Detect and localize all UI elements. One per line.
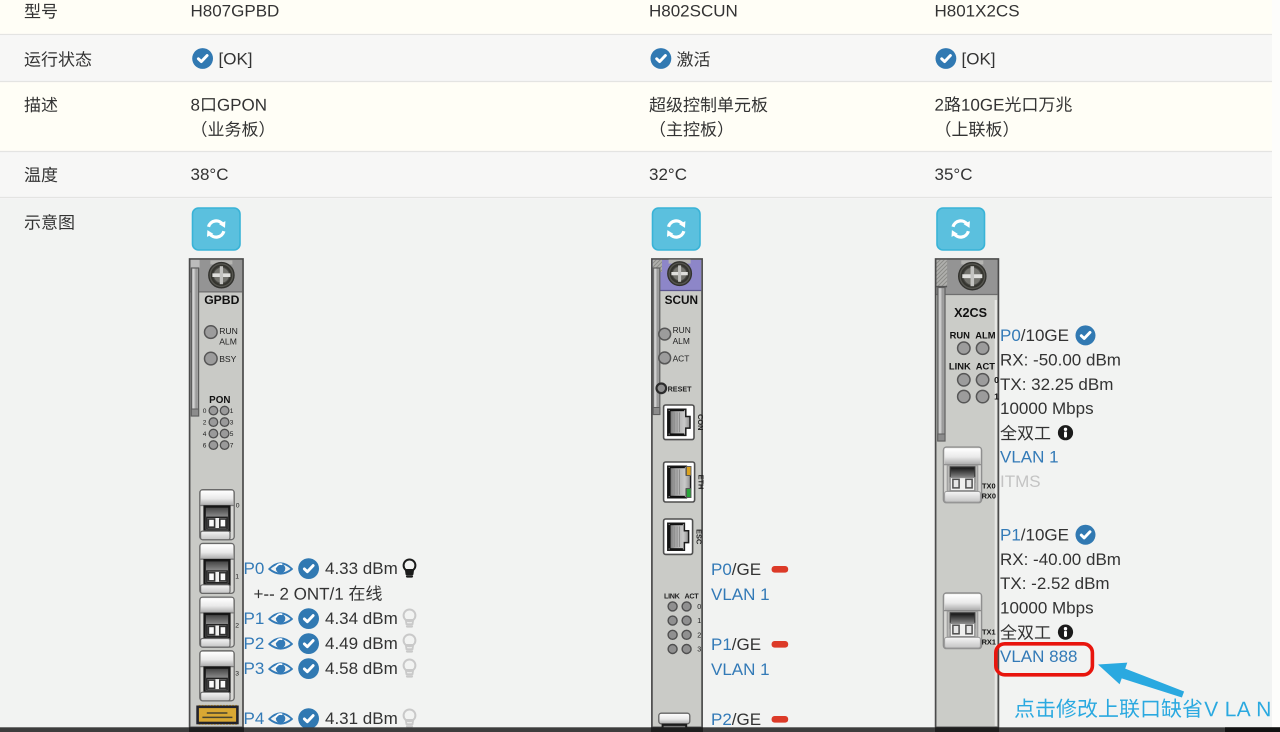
svg-text:VLAN 1: VLAN 1 bbox=[711, 660, 770, 679]
svg-text:/10GE: /10GE bbox=[1021, 326, 1069, 345]
svg-text:H807GPBD: H807GPBD bbox=[191, 2, 280, 21]
svg-text:ITMS: ITMS bbox=[1000, 472, 1041, 491]
svg-text:6: 6 bbox=[203, 443, 207, 450]
svg-text:4.49 dBm: 4.49 dBm bbox=[325, 634, 398, 653]
svg-text:3: 3 bbox=[235, 671, 239, 678]
svg-text:SCUN: SCUN bbox=[665, 293, 698, 307]
svg-text:5: 5 bbox=[230, 431, 234, 438]
svg-text:RUN: RUN bbox=[950, 330, 971, 341]
svg-text:3: 3 bbox=[230, 420, 234, 427]
svg-text:/GE: /GE bbox=[732, 710, 761, 729]
svg-text:P4: P4 bbox=[244, 709, 265, 728]
svg-text:3: 3 bbox=[697, 645, 701, 654]
svg-text:0: 0 bbox=[236, 502, 240, 509]
svg-text:TX1: TX1 bbox=[982, 628, 996, 637]
svg-text:35°C: 35°C bbox=[935, 165, 973, 184]
svg-text:RUN: RUN bbox=[673, 325, 691, 335]
svg-text:[OK]: [OK] bbox=[962, 50, 996, 69]
svg-text:H801X2CS: H801X2CS bbox=[935, 2, 1020, 21]
svg-text:CON: CON bbox=[696, 414, 705, 430]
svg-text:P0: P0 bbox=[244, 559, 265, 578]
svg-text:/10GE: /10GE bbox=[1021, 526, 1069, 545]
svg-text:RESET: RESET bbox=[668, 384, 693, 393]
svg-text:[OK]: [OK] bbox=[219, 50, 253, 69]
svg-text:BSY: BSY bbox=[219, 354, 236, 364]
svg-text:1: 1 bbox=[235, 574, 239, 581]
svg-text:TX: 32.25 dBm: TX: 32.25 dBm bbox=[1000, 375, 1113, 394]
svg-text:TX: -2.52 dBm: TX: -2.52 dBm bbox=[1000, 574, 1110, 593]
svg-text:ACT: ACT bbox=[673, 353, 690, 363]
svg-text:P1: P1 bbox=[711, 635, 732, 654]
svg-text:0: 0 bbox=[203, 408, 207, 415]
svg-text:10000 Mbps: 10000 Mbps bbox=[1000, 399, 1094, 418]
svg-text:P3: P3 bbox=[244, 659, 265, 678]
svg-text:P2: P2 bbox=[711, 710, 732, 729]
svg-text:32°C: 32°C bbox=[649, 165, 687, 184]
svg-text:ACT: ACT bbox=[684, 591, 699, 600]
svg-text:LINK: LINK bbox=[664, 591, 681, 600]
svg-text:2: 2 bbox=[235, 623, 239, 630]
svg-text:4.31 dBm: 4.31 dBm bbox=[325, 709, 398, 728]
svg-text:ETH: ETH bbox=[696, 475, 705, 490]
svg-text:10000 Mbps: 10000 Mbps bbox=[1000, 599, 1094, 618]
svg-text:0: 0 bbox=[994, 375, 999, 385]
svg-text:1: 1 bbox=[697, 616, 701, 625]
svg-text:VLAN 1: VLAN 1 bbox=[1000, 448, 1059, 467]
svg-text:PON: PON bbox=[209, 395, 230, 406]
svg-text:4.58 dBm: 4.58 dBm bbox=[325, 659, 398, 678]
svg-text:2: 2 bbox=[697, 630, 701, 639]
svg-text:/GE: /GE bbox=[732, 635, 761, 654]
svg-text:ESC: ESC bbox=[694, 529, 703, 545]
svg-text:4.34 dBm: 4.34 dBm bbox=[325, 609, 398, 628]
svg-text:ALM: ALM bbox=[673, 336, 690, 346]
svg-text:ALM: ALM bbox=[975, 330, 995, 341]
svg-text:P2: P2 bbox=[244, 634, 265, 653]
svg-text:1: 1 bbox=[230, 408, 234, 415]
svg-text:P0: P0 bbox=[711, 560, 732, 579]
svg-text:2: 2 bbox=[203, 420, 207, 427]
svg-text:VLAN 888: VLAN 888 bbox=[1000, 647, 1078, 666]
svg-text:4.33 dBm: 4.33 dBm bbox=[325, 559, 398, 578]
svg-text:ACT: ACT bbox=[976, 361, 996, 372]
svg-text:38°C: 38°C bbox=[191, 165, 229, 184]
svg-text:P1: P1 bbox=[1000, 526, 1021, 545]
svg-text:RUN: RUN bbox=[219, 326, 238, 336]
svg-text:RX1: RX1 bbox=[982, 638, 996, 647]
svg-text:P1: P1 bbox=[244, 609, 265, 628]
svg-text:X2CS: X2CS bbox=[954, 306, 987, 320]
svg-text:RX: -40.00 dBm: RX: -40.00 dBm bbox=[1000, 550, 1121, 569]
svg-text:4: 4 bbox=[203, 431, 207, 438]
svg-text:0: 0 bbox=[697, 602, 701, 611]
svg-text:TX0: TX0 bbox=[982, 482, 996, 491]
svg-text:ALM: ALM bbox=[219, 337, 237, 347]
svg-text:RX: -50.00 dBm: RX: -50.00 dBm bbox=[1000, 351, 1121, 370]
svg-text:P0: P0 bbox=[1000, 326, 1021, 345]
svg-text:LINK: LINK bbox=[949, 361, 971, 372]
svg-text:GPBD: GPBD bbox=[204, 293, 239, 307]
svg-text:7: 7 bbox=[230, 443, 234, 450]
svg-text:H802SCUN: H802SCUN bbox=[649, 2, 738, 21]
svg-text:VLAN 1: VLAN 1 bbox=[711, 585, 770, 604]
svg-text:/GE: /GE bbox=[732, 560, 761, 579]
svg-text:RX0: RX0 bbox=[982, 492, 996, 501]
svg-text:1: 1 bbox=[994, 392, 999, 402]
